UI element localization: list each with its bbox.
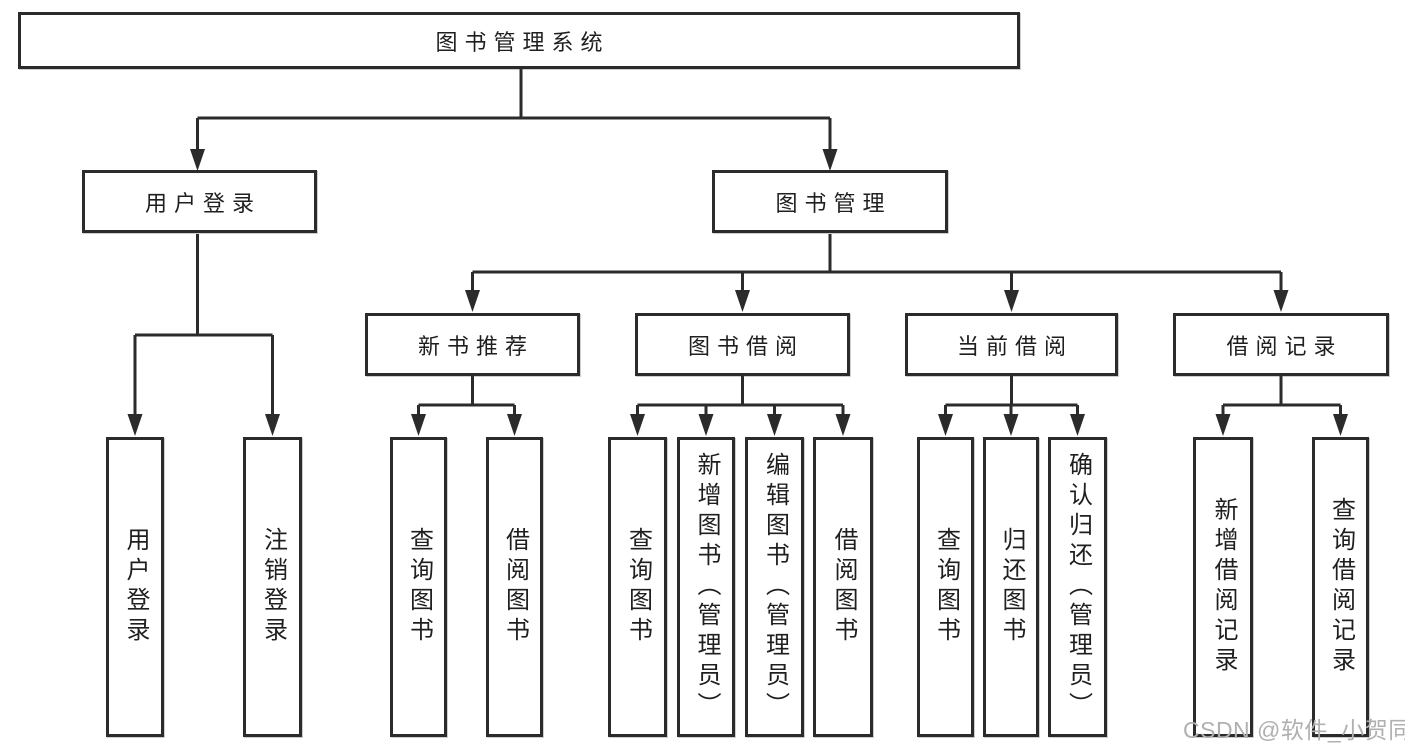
leaf-add-book-admin: 新增图书（管理员）: [677, 437, 735, 737]
node-label: 新书推荐: [417, 333, 534, 359]
leaf-add-borrow-record: 新增借阅记录: [1193, 437, 1253, 737]
node-label: 用户登录: [122, 527, 149, 647]
node-label: 当前借阅: [956, 333, 1073, 359]
arrowhead-icon: [630, 414, 645, 436]
node-label: 注销登录: [259, 527, 287, 647]
node-user-login: 用户登录: [82, 170, 317, 233]
arrowhead-icon: [507, 414, 522, 436]
arrowhead-icon: [127, 414, 143, 436]
leaf-logout: 注销登录: [243, 437, 302, 737]
leaf-borrow-books: 借阅图书: [813, 437, 873, 737]
arrowhead-icon: [835, 414, 851, 436]
node-label: 确认归还（管理员）: [1064, 452, 1092, 722]
node-label: 借阅图书: [501, 527, 529, 647]
arrowhead-icon: [1070, 414, 1085, 436]
node-label: 图书管理系统: [435, 29, 610, 55]
node-label: 编辑图书（管理员）: [761, 452, 789, 722]
node-label: 新增借阅记录: [1210, 497, 1237, 677]
watermark-text: CSDN @软件_小贺同学: [1183, 717, 1405, 743]
arrowhead-icon: [938, 414, 953, 436]
node-label: 借阅图书: [830, 527, 857, 647]
leaf-edit-book-admin: 编辑图书（管理员）: [745, 437, 804, 737]
node-borrow-records: 借阅记录: [1173, 313, 1389, 376]
leaf-query-books-current: 查询图书: [917, 437, 974, 737]
arrowhead-icon: [265, 414, 280, 436]
arrowhead-icon: [767, 414, 782, 436]
node-label: 归还图书: [998, 527, 1025, 647]
node-book-management: 图书管理: [712, 170, 948, 233]
arrowhead-icon: [1273, 290, 1289, 312]
node-label: 查询借阅记录: [1327, 497, 1355, 677]
leaf-query-borrow-record: 查询借阅记录: [1312, 437, 1369, 737]
leaf-confirm-return-admin: 确认归还（管理员）: [1048, 437, 1107, 737]
node-book-borrow: 图书借阅: [635, 313, 850, 376]
node-label: 查询图书: [405, 527, 433, 647]
node-label: 查询图书: [932, 527, 960, 647]
arrowhead-icon: [1333, 414, 1348, 436]
leaf-user-login: 用户登录: [106, 437, 164, 737]
leaf-query-books-recommend: 查询图书: [390, 437, 447, 737]
node-new-book-recommend: 新书推荐: [365, 313, 580, 376]
leaf-borrow-books-recommend: 借阅图书: [486, 437, 543, 737]
node-label: 用户登录: [144, 190, 261, 216]
node-label: 查询图书: [624, 527, 652, 647]
arrowhead-icon: [1215, 414, 1231, 436]
arrowhead-icon: [190, 149, 205, 171]
leaf-query-books-borrow: 查询图书: [608, 437, 667, 737]
leaf-return-book: 归还图书: [983, 437, 1039, 737]
arrowhead-icon: [411, 414, 426, 436]
node-current-borrow: 当前借阅: [905, 313, 1118, 376]
node-label: 图书管理: [775, 190, 892, 216]
node-label: 借阅记录: [1226, 333, 1343, 359]
arrowhead-icon: [465, 290, 480, 312]
node-root: 图书管理系统: [18, 12, 1020, 69]
node-label: 新增图书（管理员）: [693, 452, 720, 722]
arrowhead-icon: [1003, 414, 1019, 436]
arrowhead-icon: [1004, 290, 1019, 312]
node-label: 图书借阅: [687, 333, 804, 359]
arrowhead-icon: [822, 149, 838, 171]
arrowhead-icon: [735, 290, 750, 312]
arrowhead-icon: [698, 414, 714, 436]
